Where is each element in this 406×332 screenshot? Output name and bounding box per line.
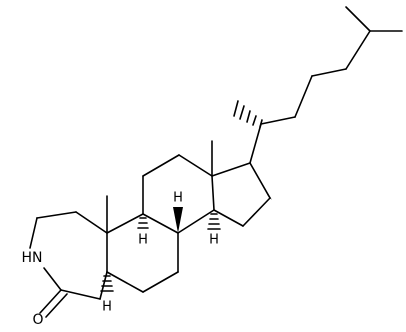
ring-c (142, 154, 215, 234)
side-chain (233, 6, 403, 164)
hashed-wedge-h-c14 (207, 213, 221, 230)
bold-wedge-h-c8 (173, 207, 183, 233)
hydrogen-label-c14: H (209, 233, 219, 248)
ring-a-lactam (29, 211, 108, 318)
nitrogen-label: HN (22, 250, 43, 266)
ring-b (106, 213, 179, 293)
hydrogen-label-c8: H (173, 191, 183, 206)
ring-d (211, 162, 272, 227)
hashed-wedge-methyl-c20 (233, 100, 263, 128)
hydrogen-label-c5: H (102, 300, 112, 315)
bold-wedge-c17 (250, 163, 272, 200)
hashed-wedge-h-c9 (137, 217, 149, 229)
hydrogen-label-c9: H (138, 233, 148, 248)
hashed-wedge-h-c5 (100, 275, 114, 292)
oxygen-label: O (32, 312, 43, 328)
